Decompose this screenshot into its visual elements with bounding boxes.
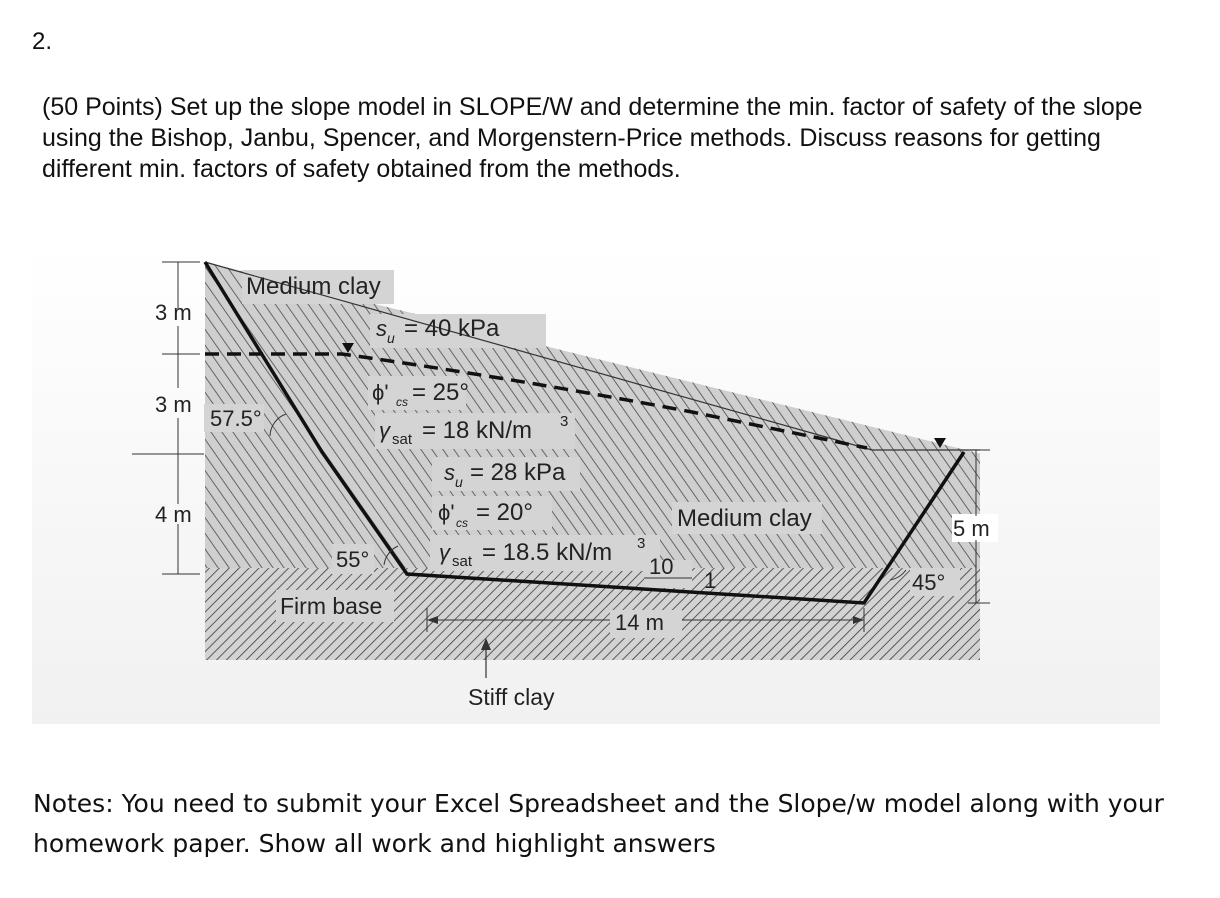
upper-gamma-subscript: sat [392, 431, 413, 448]
lower-gamma-symbol: γ [439, 540, 452, 565]
dimension-14m: 14 m [615, 610, 664, 635]
upper-phi-value: = 25° [412, 379, 469, 406]
lower-gamma-subscript: sat [452, 553, 473, 570]
slope-diagram: 3 m 3 m 4 m 5 m 14 m Medium clay s u = 4… [32, 240, 1160, 724]
upper-layer-name: Medium clay [246, 273, 381, 300]
dimension-4m: 4 m [155, 502, 192, 527]
dimension-3m-middle: 3 m [155, 392, 192, 417]
dimension-5m-right: 5 m [953, 516, 990, 541]
upper-su-symbol: s [376, 316, 387, 341]
upper-gamma-unit-superscript: 3 [560, 413, 568, 430]
lower-su-subscript: u [455, 474, 463, 490]
water-table-marker-right [934, 438, 946, 448]
lower-phi-value: = 20° [476, 499, 533, 526]
slope-ratio-run: 10 [649, 554, 673, 579]
lower-phi-subscript: cs [456, 516, 468, 530]
angle-lower-label: 55° [336, 547, 369, 572]
water-table-marker [342, 343, 354, 353]
upper-su-value: = 40 kPa [404, 315, 500, 342]
upper-su-subscript: u [387, 330, 395, 346]
angle-right-label: 45° [912, 570, 945, 595]
dimension-3m-top: 3 m [155, 300, 192, 325]
lower-gamma-unit-superscript: 3 [637, 535, 645, 552]
upper-gamma-value: = 18 kN/m [422, 417, 532, 444]
notes-text: Notes: You need to submit your Excel Spr… [33, 789, 1164, 858]
question-number: 2. [32, 28, 53, 55]
slip-surface [203, 261, 966, 605]
upper-gamma-symbol: γ [379, 418, 392, 443]
angle-upper-label: 57.5° [210, 406, 262, 431]
lower-phi-symbol: ϕ' [438, 500, 455, 525]
upper-phi-subscript: cs [396, 395, 408, 409]
question-text: (50 Points) Set up the slope model in SL… [42, 93, 1143, 183]
lower-gamma-value: = 18.5 kN/m [482, 539, 612, 566]
stiff-clay-label: Stiff clay [468, 684, 555, 710]
lower-su-symbol: s [444, 460, 455, 485]
water-table [205, 352, 868, 450]
lower-su-value: = 28 kPa [470, 459, 566, 486]
upper-phi-symbol: ϕ' [372, 380, 389, 405]
slope-ratio-rise: 1 [704, 568, 716, 593]
lower-layer-name: Medium clay [677, 505, 812, 532]
firm-base-label: Firm base [280, 593, 382, 619]
